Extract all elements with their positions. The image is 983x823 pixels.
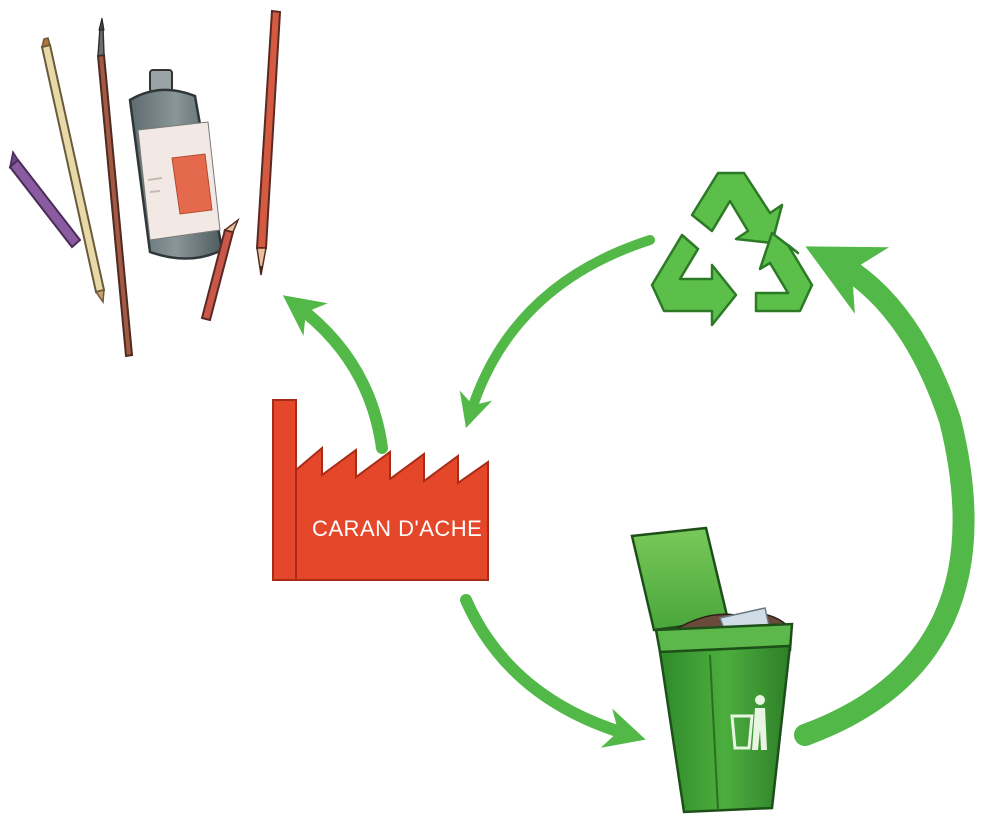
arrow-factory-to-supplies — [296, 305, 382, 448]
paint-can — [130, 70, 222, 259]
paintbrush — [98, 18, 132, 356]
beige-pencil — [42, 38, 104, 302]
arrow-recycle-to-factory — [470, 240, 650, 415]
recycle-icon — [652, 173, 812, 325]
factory-brand-text: CARAN D'ACHE — [312, 516, 482, 541]
art-supplies-icon — [10, 11, 280, 356]
trash-bin-icon — [632, 528, 792, 812]
red-long-pencil — [257, 11, 280, 275]
arrow-factory-to-bin — [466, 600, 630, 735]
arrow-bin-to-recycle — [805, 260, 964, 735]
